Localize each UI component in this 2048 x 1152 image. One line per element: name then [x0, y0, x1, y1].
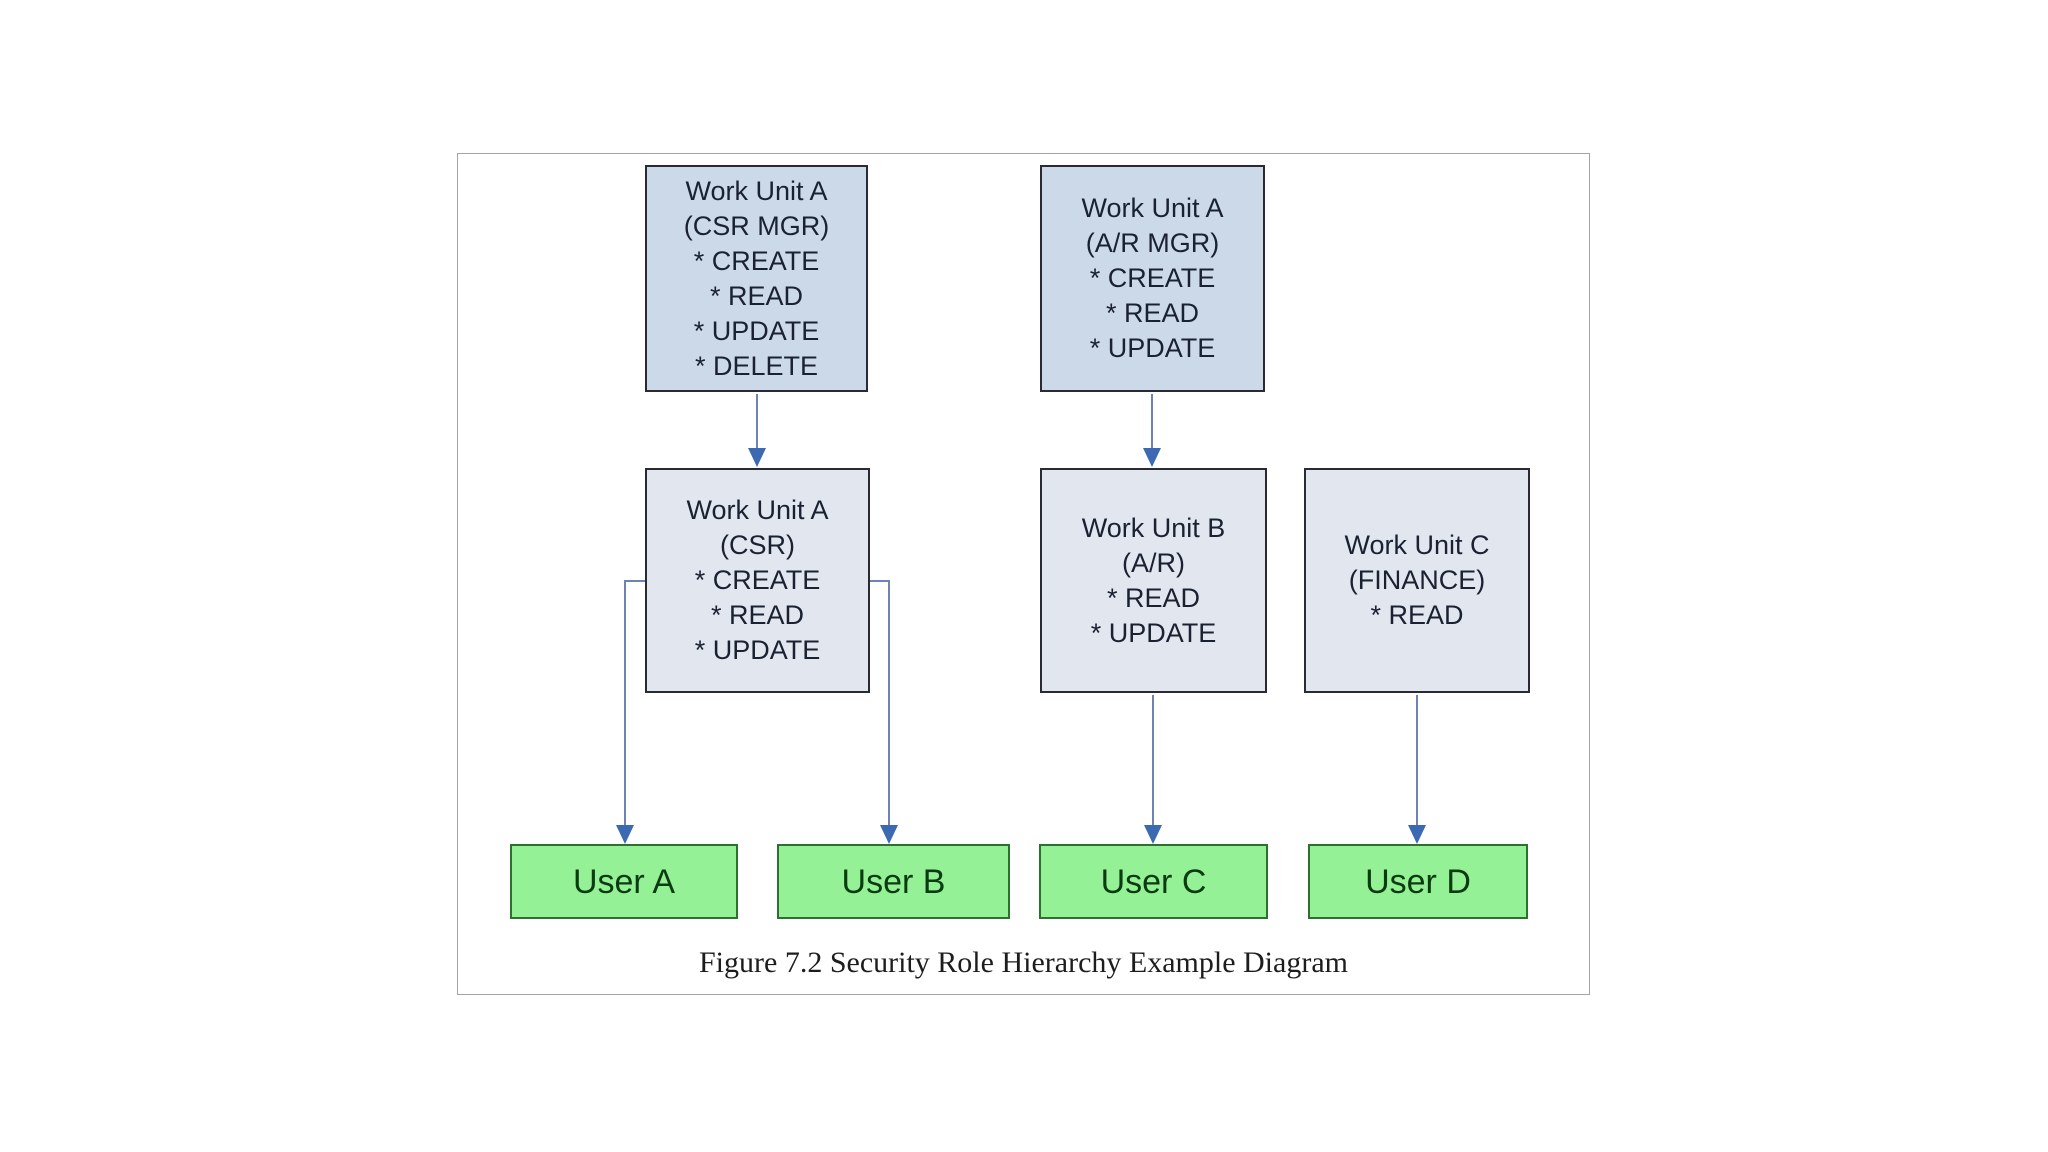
node-line: * UPDATE	[1089, 333, 1216, 363]
node-work-unit-a-ar-mgr: Work Unit A (A/R MGR) * CREATE * READ * …	[1040, 165, 1265, 392]
node-line: Work Unit A	[686, 495, 829, 525]
node-line: * READ	[1105, 298, 1200, 328]
node-line: Work Unit A	[685, 175, 828, 206]
node-line: * UPDATE	[694, 635, 821, 665]
node-work-unit-a-csr: Work Unit A (CSR) * CREATE * READ * UPDA…	[645, 468, 870, 693]
node-line: * CREATE	[694, 565, 821, 595]
node-line: (CSR)	[720, 530, 795, 560]
node-line: Work Unit B	[1081, 512, 1226, 543]
node-line: Work Unit C	[1344, 530, 1490, 560]
node-user-a: User A	[510, 844, 738, 919]
user-label: User A	[572, 862, 676, 901]
node-line: * READ	[1106, 582, 1201, 613]
node-user-b: User B	[777, 844, 1010, 919]
node-line: (A/R MGR)	[1085, 228, 1220, 258]
node-line: * CREATE	[693, 245, 820, 276]
node-user-d: User D	[1308, 844, 1528, 919]
node-line: * UPDATE	[693, 315, 820, 346]
node-line: (A/R)	[1122, 547, 1185, 578]
user-label: User B	[841, 862, 946, 901]
node-line: * DELETE	[694, 350, 819, 381]
node-line: * UPDATE	[1090, 617, 1217, 648]
node-line: Work Unit A	[1081, 193, 1224, 223]
user-label: User D	[1365, 862, 1471, 901]
node-work-unit-c-finance: Work Unit C (FINANCE) * READ	[1304, 468, 1530, 693]
node-line: * READ	[710, 600, 805, 630]
node-line: (FINANCE)	[1348, 565, 1486, 595]
node-line: (CSR MGR)	[683, 210, 830, 241]
node-line: * READ	[1370, 600, 1464, 630]
node-line: * READ	[709, 280, 804, 311]
node-user-c: User C	[1039, 844, 1268, 919]
user-label: User C	[1100, 862, 1207, 901]
node-line: * CREATE	[1089, 263, 1216, 293]
node-work-unit-b-ar: Work Unit B (A/R) * READ * UPDATE	[1040, 468, 1267, 693]
node-work-unit-a-csr-mgr: Work Unit A (CSR MGR) * CREATE * READ * …	[645, 165, 868, 392]
figure-caption: Figure 7.2 Security Role Hierarchy Examp…	[699, 946, 1348, 979]
